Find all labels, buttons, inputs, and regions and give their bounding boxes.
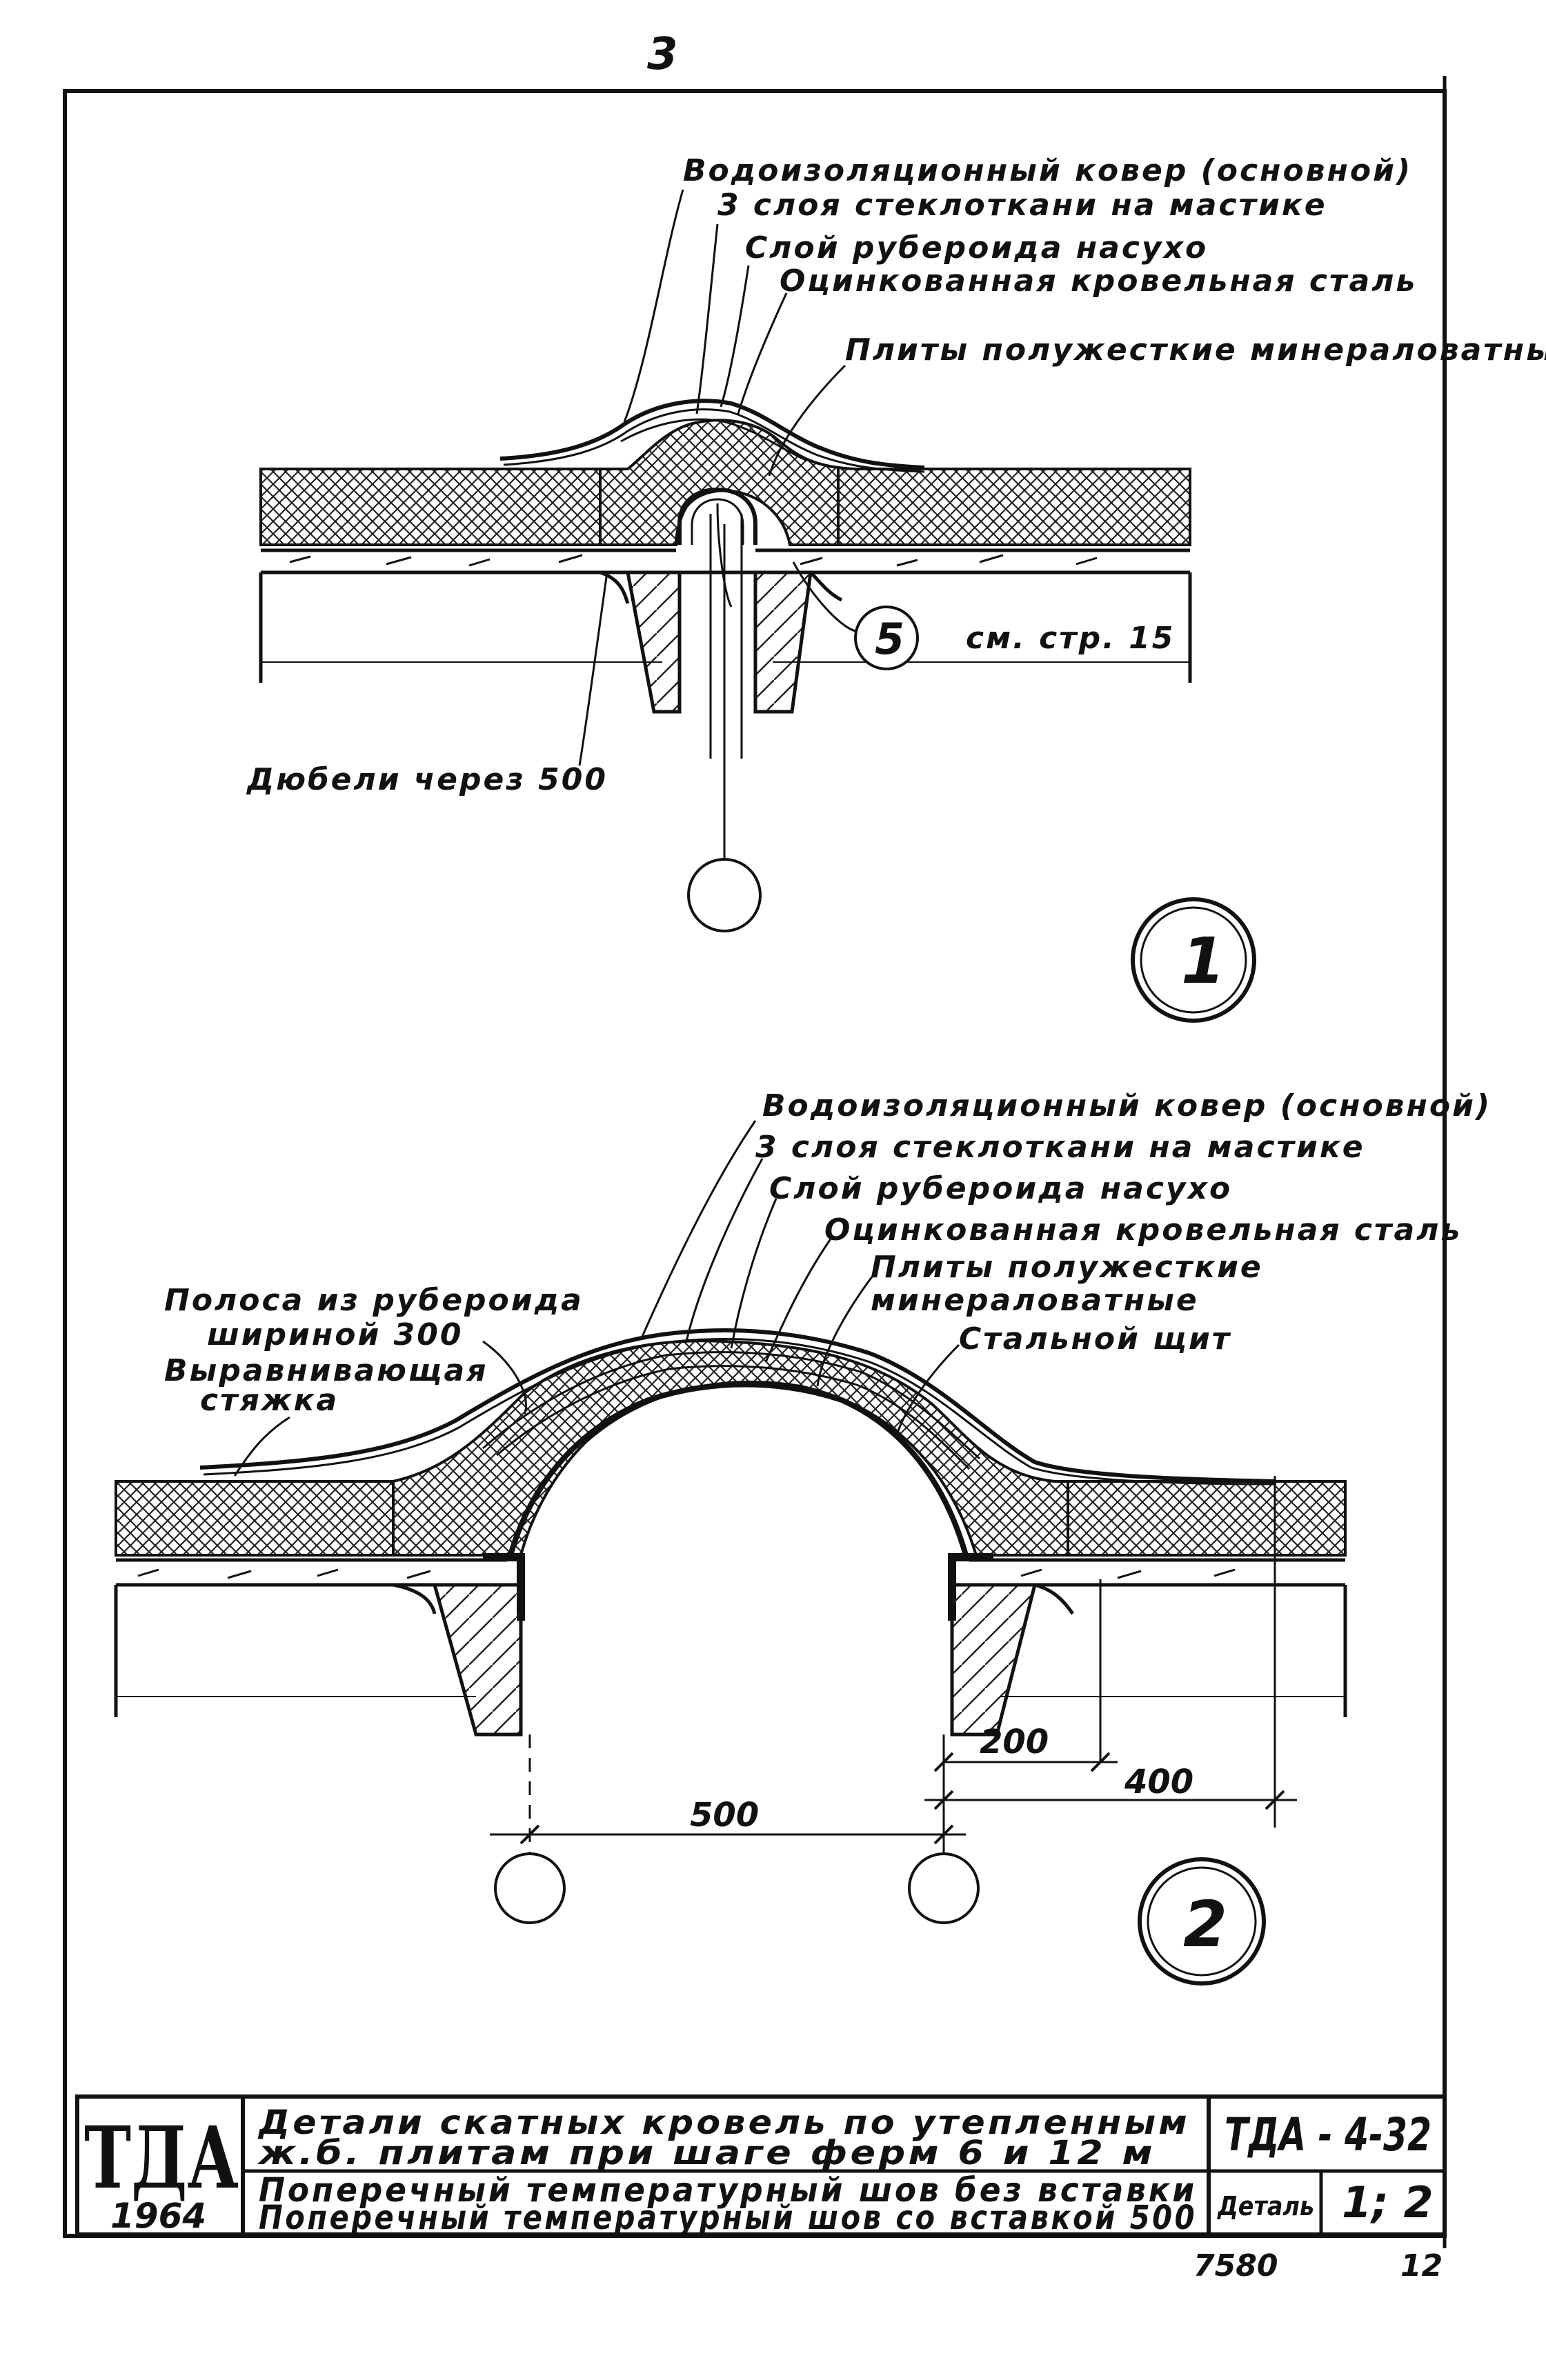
detail1-marker-outer [1131,897,1256,1023]
detail1-label-3: Оцинкованная кровельная сталь [780,263,1417,299]
detail1-callout-circle [854,606,919,670]
detail2-membrane [199,1328,1277,1486]
detail2-marker-outer [1138,1857,1266,1986]
detail2-slab-top [116,1558,1345,1587]
detail2-marker-number: 2 [1183,1888,1227,1961]
title-block [75,2094,1447,2237]
detail1-label-2: Слой рубероида насухо [745,230,1208,266]
detail1-insulation [259,419,1191,546]
title-block-desc-line2: Поперечный температурный шов со вставкой… [259,2199,1197,2237]
title-block-detail-value: 1; 2 [1342,2177,1434,2228]
detail2-label-right-3: Оцинкованная кровельная сталь [824,1212,1462,1248]
detail1-leaders [578,189,856,766]
title-block-year: 1964 [110,2196,206,2236]
footer-left: 7580 [1193,2248,1278,2283]
detail1-callout-number: 5 [875,614,904,664]
detail1-dowels-label: Дюбели через 500 [246,762,608,797]
detail2-label-right-2: Слой рубероида насухо [769,1171,1232,1206]
detail2-label-right-4: Плиты полужесткие [871,1250,1263,1285]
title-block-title-line2: ж.б. плитам при шаге ферм 6 и 12 м [257,2134,1156,2172]
footer-right: 12 [1400,2248,1443,2283]
detail2-dim-500: 500 [690,1796,759,1834]
detail1-marker-number: 1 [1181,924,1225,998]
detail2-label-left-1: шириной 300 [207,1317,464,1352]
detail1-rib-left [625,570,682,714]
detail1-rib-right [753,570,813,714]
detail2-label-right-1: 3 слоя стеклоткани на мастике [755,1130,1365,1165]
detail2-label-right-5: минераловатные [871,1283,1199,1318]
detail1-axis-bubble [687,858,762,932]
detail1-reference: см. стр. 15 [966,621,1175,656]
detail2-label-left-0: Полоса из рубероида [164,1283,584,1318]
detail-2: 200 400 500 Водоизоляционный ковер (осно… [114,1088,1492,1986]
detail1-marker-inner [1140,906,1247,1014]
detail2-label-left-3: стяжка [200,1383,339,1418]
detail2-dim-400: 400 [1124,1763,1193,1801]
detail2-label-right-6: Стальной щит [959,1321,1231,1357]
detail2-label-left-2: Выравнивающая [164,1353,488,1388]
detail2-axis-bubble-left [494,1852,566,1924]
detail1-label-0: Водоизоляционный ковер (основной) [683,153,1412,188]
detail1-label-1: 3 слоя стеклоткани на мастике [717,188,1327,223]
detail2-label-right-0: Водоизоляционный ковер (основной) [762,1088,1492,1123]
title-block-detail-label: Деталь [1217,2191,1314,2221]
detail2-rib-left [432,1583,523,1737]
detail1-compensator [677,487,757,545]
detail2-rib-right [950,1583,1038,1737]
detail-1: 5 см. стр. 15 Дюбели через 500 Водоизоля… [246,153,1546,1023]
detail2-marker-inner [1147,1866,1257,1977]
title-block-code: ТДА - 4-32 [1225,2108,1431,2161]
title-block-org: ТДА [84,2108,239,2208]
detail2-axis-bubble-right [908,1852,980,1924]
title-block-title-line1: Детали скатных кровель по утепленным [257,2103,1190,2142]
detail2-dimensions [490,1752,1297,1845]
title-block-desc-line1: Поперечный температурный шов без вставки [259,2171,1197,2210]
page-number: 3 [647,29,678,80]
detail2-leaders [233,1120,960,1477]
detail2-steel-shield [508,1381,969,1557]
detail1-label-4: Плиты полужесткие минераловатные [845,332,1546,368]
detail2-dim-200: 200 [980,1723,1049,1761]
